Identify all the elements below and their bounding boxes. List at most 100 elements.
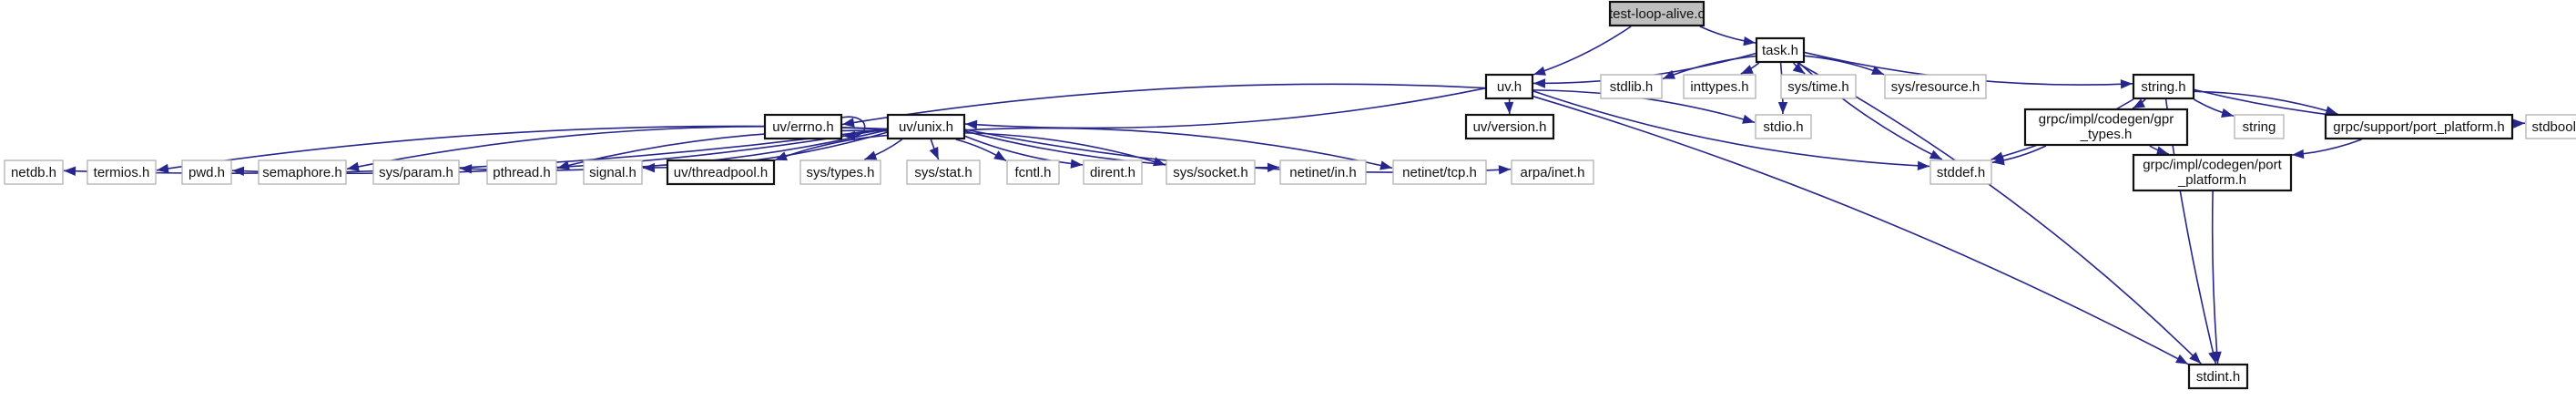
node-box[interactable] <box>1083 159 1143 185</box>
node-box[interactable] <box>666 159 776 186</box>
edge-arrowhead <box>1498 165 1511 175</box>
node-box[interactable] <box>2023 108 2189 147</box>
node-label: string.h <box>2141 79 2185 95</box>
graph-node-netdb-h[interactable]: netdb.h <box>4 159 64 185</box>
node-box[interactable] <box>4 159 64 185</box>
graph-node-semaphore-h[interactable]: semaphore.h <box>258 159 347 185</box>
node-box[interactable] <box>1780 74 1857 99</box>
node-box[interactable] <box>87 159 157 185</box>
node-box[interactable] <box>372 159 460 185</box>
node-box[interactable] <box>258 159 347 185</box>
node-label: sys/socket.h <box>1173 165 1248 180</box>
edge-arrowhead <box>2155 146 2169 156</box>
graph-node-test-loop-alive-c[interactable]: test-loop-alive.c <box>1608 0 1705 27</box>
edge-arrowhead <box>864 150 878 160</box>
graph-node-arpa-inet-h[interactable]: arpa/inet.h <box>1511 159 1594 185</box>
node-box[interactable] <box>1464 113 1555 140</box>
graph-node-string-h[interactable]: string.h <box>2132 73 2195 100</box>
node-box[interactable] <box>181 159 232 185</box>
graph-node-uv-h[interactable]: uv.h <box>1484 73 1534 100</box>
node-box[interactable] <box>1755 36 1806 64</box>
graph-node-sys-stat-h[interactable]: sys/stat.h <box>906 159 981 185</box>
graph-node-uv-threadpool-h[interactable]: uv/threadpool.h <box>666 159 776 186</box>
node-box[interactable] <box>583 159 643 185</box>
graph-node-grpc-support-port-platform-h[interactable]: grpc/support/port_platform.h <box>2324 113 2514 140</box>
node-label: sys/time.h <box>1787 79 1849 95</box>
node-box[interactable] <box>1755 114 1812 139</box>
node-box[interactable] <box>1884 74 1987 99</box>
node-label: task.h <box>1762 43 1798 58</box>
node-box[interactable] <box>1279 159 1367 185</box>
graph-node-uv-version-h[interactable]: uv/version.h <box>1464 113 1555 140</box>
graph-node-uv-errno-h[interactable]: uv/errno.h <box>763 113 843 140</box>
graph-node-dirent-h[interactable]: dirent.h <box>1083 159 1143 185</box>
graph-edge <box>1740 62 1760 75</box>
graph-node-stdlib-h[interactable]: stdlib.h <box>1600 74 1663 99</box>
node-box[interactable] <box>1392 159 1487 185</box>
graph-node-inttypes-h[interactable]: inttypes.h <box>1683 74 1756 99</box>
node-box[interactable] <box>2525 114 2576 139</box>
graph-node-netinet-tcp-h[interactable]: netinet/tcp.h <box>1392 159 1487 185</box>
graph-edge <box>2194 98 2235 118</box>
graph-node-sys-types-h[interactable]: sys/types.h <box>799 159 881 185</box>
graph-node-fcntl-h[interactable]: fcntl.h <box>1006 159 1060 185</box>
node-label: pwd.h <box>188 165 225 180</box>
node-box[interactable] <box>1166 159 1256 185</box>
edge-arrowhead <box>643 162 656 173</box>
graph-node-sys-time-h[interactable]: sys/time.h <box>1780 74 1857 99</box>
node-box[interactable] <box>2132 73 2195 100</box>
node-box[interactable] <box>2187 363 2249 390</box>
graph-node-sys-resource-h[interactable]: sys/resource.h <box>1884 74 1987 99</box>
graph-node-stddef-h[interactable]: stddef.h <box>1929 159 1992 185</box>
graph-edge <box>1699 26 1756 46</box>
edge-arrowhead <box>775 151 788 161</box>
node-label: stdlib.h <box>1610 79 1654 95</box>
node-label: netdb.h <box>11 165 56 180</box>
graph-edge <box>1797 62 2202 365</box>
graph-edge <box>1804 55 1885 76</box>
graph-node-grpc-impl-codegen-gpr-types-h[interactable]: grpc/impl/codegen/gpr_types.h <box>2023 108 2189 147</box>
node-box[interactable] <box>799 159 881 185</box>
node-box[interactable] <box>2324 113 2514 140</box>
node-box[interactable] <box>1600 74 1663 99</box>
node-label: _platform.h <box>2177 172 2246 188</box>
edge-arrowhead <box>993 150 1006 161</box>
node-box[interactable] <box>1484 73 1534 100</box>
node-label: stdbool.h <box>2532 119 2576 135</box>
graph-node-netinet-in-h[interactable]: netinet/in.h <box>1279 159 1367 185</box>
edge-arrowhead <box>1503 101 1514 114</box>
graph-node-termios-h[interactable]: termios.h <box>87 159 157 185</box>
graph-node-pwd-h[interactable]: pwd.h <box>181 159 232 185</box>
edge-arrowhead <box>157 163 169 174</box>
node-box[interactable] <box>763 113 843 140</box>
graph-node-stdio-h[interactable]: stdio.h <box>1755 114 1812 139</box>
edge-arrowhead <box>1777 101 1788 114</box>
edge-arrowhead <box>1070 159 1083 169</box>
node-box[interactable] <box>886 113 966 140</box>
graph-node-stdint-h[interactable]: stdint.h <box>2187 363 2249 390</box>
graph-node-task-h[interactable]: task.h <box>1755 36 1806 64</box>
node-box[interactable] <box>2132 153 2293 192</box>
node-label: sys/resource.h <box>1891 79 1980 95</box>
node-box[interactable] <box>1929 159 1992 185</box>
graph-node-pthread-h[interactable]: pthread.h <box>486 159 557 185</box>
graph-node-sys-socket-h[interactable]: sys/socket.h <box>1166 159 1256 185</box>
node-label: dirent.h <box>1090 165 1135 180</box>
edge-arrowhead <box>1792 63 1806 74</box>
graph-node-sys-param-h[interactable]: sys/param.h <box>372 159 460 185</box>
edge-arrowhead <box>347 161 360 171</box>
node-box[interactable] <box>1006 159 1060 185</box>
graph-node-uv-unix-h[interactable]: uv/unix.h <box>886 113 966 140</box>
node-box[interactable] <box>1608 0 1705 27</box>
edge-arrowhead <box>965 119 978 130</box>
graph-node-stdbool-h[interactable]: stdbool.h <box>2525 114 2576 139</box>
node-box[interactable] <box>1511 159 1594 185</box>
graph-node-grpc-impl-codegen-port-platform-h[interactable]: grpc/impl/codegen/port_platform.h <box>2132 153 2293 192</box>
node-box[interactable] <box>486 159 557 185</box>
graph-node-signal-h[interactable]: signal.h <box>583 159 643 185</box>
graph-node-string[interactable]: string <box>2234 114 2285 139</box>
node-label: uv/version.h <box>1473 119 1547 135</box>
node-box[interactable] <box>2234 114 2285 139</box>
node-box[interactable] <box>1683 74 1756 99</box>
node-box[interactable] <box>906 159 981 185</box>
